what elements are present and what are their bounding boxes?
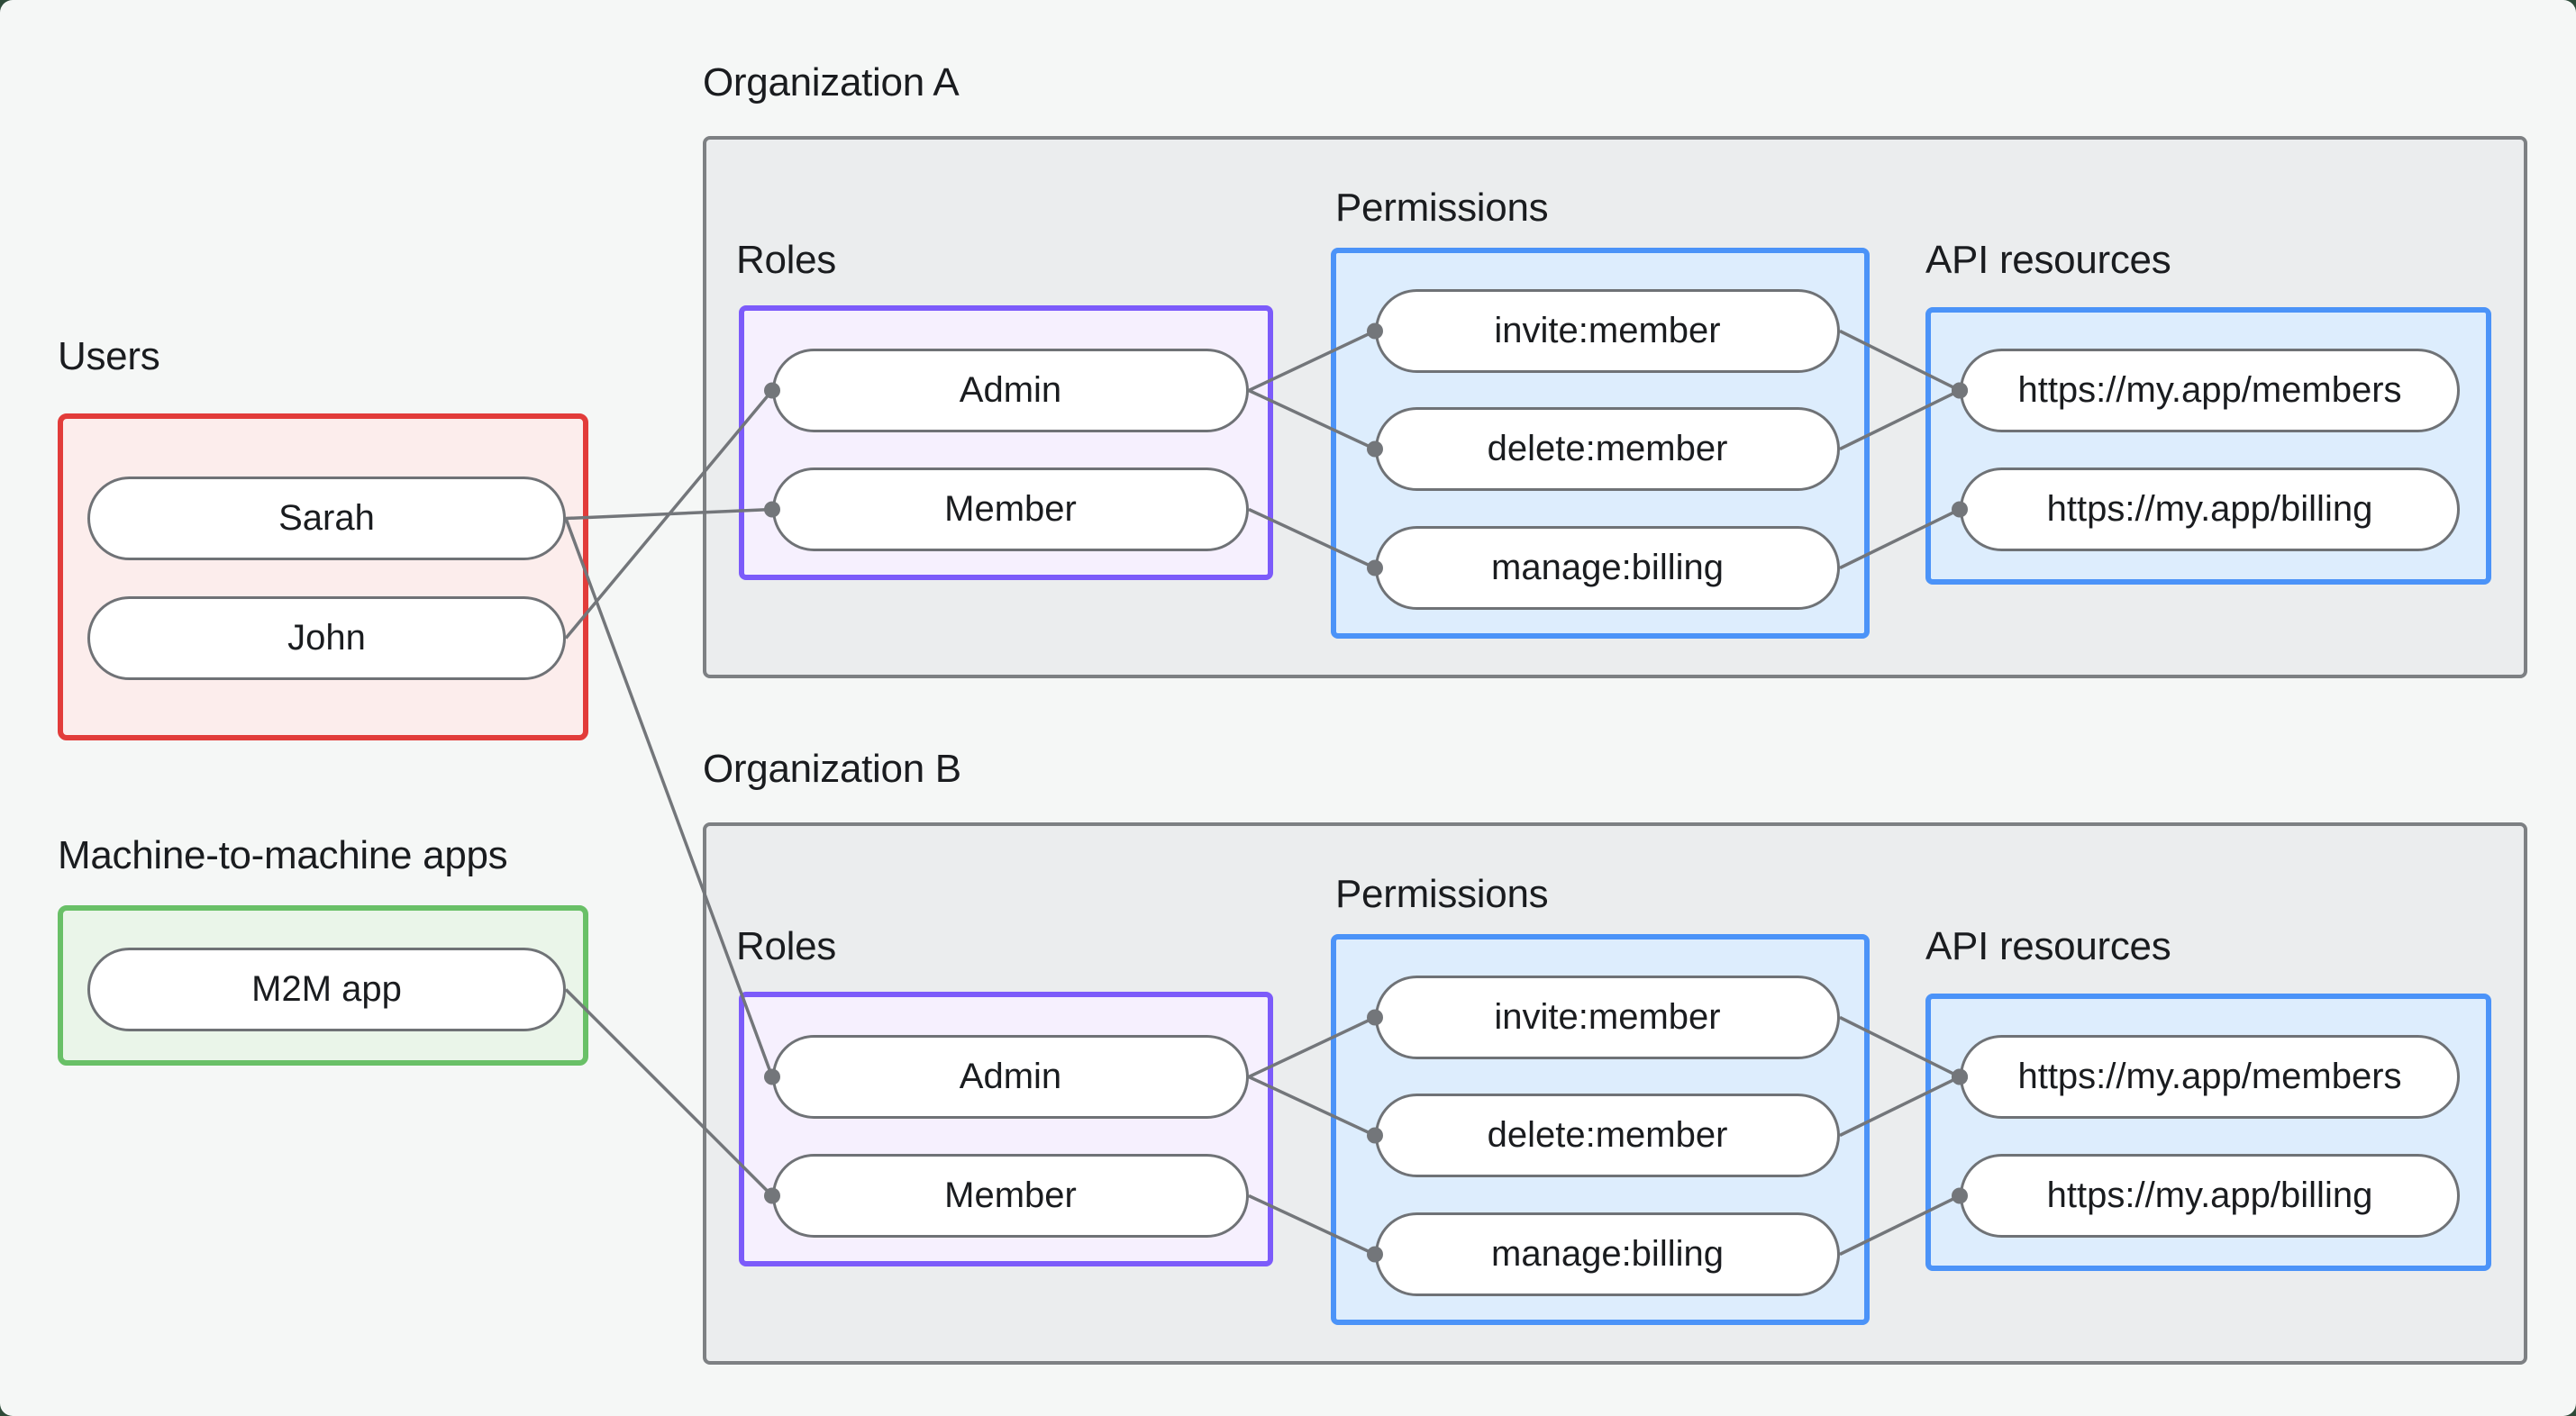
users-section-title: Users: [58, 334, 160, 378]
org-b-box: Roles Permissions API resources Admin Me…: [703, 822, 2527, 1365]
org-a-title: Organization A: [703, 60, 960, 104]
permission-node: delete:member: [1375, 1094, 1840, 1177]
permissions-label: Permissions: [1335, 186, 1549, 230]
permissions-label: Permissions: [1335, 872, 1549, 916]
api-resource-node: https://my.app/billing: [1960, 1154, 2460, 1238]
m2m-app-node: M2M app: [87, 948, 566, 1031]
api-resources-group-box: https://my.app/members https://my.app/bi…: [1925, 307, 2491, 585]
permission-node: manage:billing: [1375, 1212, 1840, 1296]
api-resource-node: https://my.app/members: [1960, 349, 2460, 432]
users-group-box: Sarah John: [58, 413, 588, 740]
user-node: Sarah: [87, 477, 566, 560]
role-node: Member: [772, 1154, 1249, 1238]
permissions-group-box: invite:member delete:member manage:billi…: [1331, 934, 1870, 1325]
api-resource-node: https://my.app/billing: [1960, 467, 2460, 551]
api-resource-node: https://my.app/members: [1960, 1035, 2460, 1119]
user-node: John: [87, 596, 566, 680]
api-resources-group-box: https://my.app/members https://my.app/bi…: [1925, 994, 2491, 1271]
role-node: Admin: [772, 1035, 1249, 1119]
m2m-group-box: M2M app: [58, 905, 588, 1066]
permission-node: invite:member: [1375, 976, 1840, 1059]
api-resources-label: API resources: [1925, 924, 2171, 968]
roles-label: Roles: [736, 238, 836, 282]
roles-group-box: Admin Member: [739, 305, 1273, 580]
role-node: Member: [772, 467, 1249, 551]
roles-group-box: Admin Member: [739, 992, 1273, 1266]
permission-node: delete:member: [1375, 407, 1840, 491]
m2m-section-title: Machine-to-machine apps: [58, 833, 508, 877]
permission-node: manage:billing: [1375, 526, 1840, 610]
org-b-title: Organization B: [703, 747, 961, 791]
permissions-group-box: invite:member delete:member manage:billi…: [1331, 248, 1870, 639]
permission-node: invite:member: [1375, 289, 1840, 373]
role-node: Admin: [772, 349, 1249, 432]
roles-label: Roles: [736, 924, 836, 968]
api-resources-label: API resources: [1925, 238, 2171, 282]
org-a-box: Roles Permissions API resources Admin Me…: [703, 136, 2527, 678]
